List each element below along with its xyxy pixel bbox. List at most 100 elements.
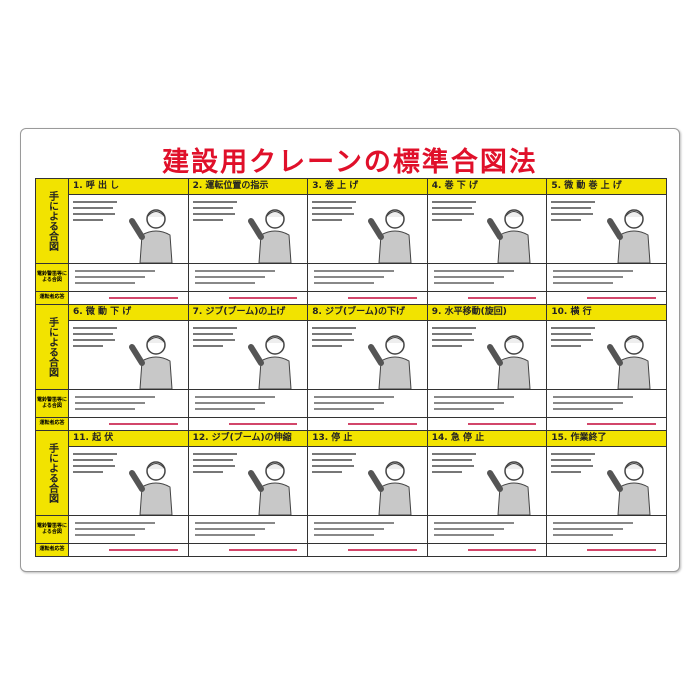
signal-illustration [69,195,188,264]
response-line [308,292,427,304]
side-label-response: 運転者応答 [36,292,68,304]
sound-signal-description [308,390,427,418]
signal-header: 10. 横 行 [547,305,666,321]
sound-signal-description [308,264,427,292]
side-label-sound: 電鈴警笛等による合図 [36,516,68,544]
sound-signal-description [69,264,188,292]
signal-cell: 2. 運転位置の指示 [188,179,309,304]
side-label-response: 運転者応答 [36,544,68,556]
worker-figure-icon [367,461,412,515]
signal-description [312,327,358,351]
response-line [547,292,666,304]
signal-cell: 8. ジブ(ブーム)の下げ [308,305,428,430]
signal-illustration [427,321,547,390]
sound-signal-description [547,516,666,544]
signal-description [192,453,239,477]
signal-cell: 15. 作業終了 [547,431,666,556]
worker-figure-icon [606,209,651,263]
sound-signal-description [547,390,666,418]
signal-header: 5. 微 動 巻 上 げ [547,179,666,195]
signal-illustration [69,321,188,390]
side-label-sound: 電鈴警笛等による合図 [36,264,68,292]
signal-cell: 7. ジブ(ブーム)の上げ [188,305,309,430]
signal-description [192,327,239,351]
worker-figure-icon [128,209,173,263]
signal-cell: 13. 停 止 [308,431,428,556]
signal-illustration [308,447,427,516]
side-label-hand: 手による合図 [36,305,68,390]
signal-description [551,327,597,351]
signal-header: 1. 呼 出 し [69,179,188,195]
signal-cell: 6. 微 動 下 げ [69,305,189,430]
worker-figure-icon [606,335,651,389]
sound-signal-description [547,264,666,292]
signal-description [73,327,119,351]
signal-header: 2. 運転位置の指示 [188,179,308,195]
signal-description [312,201,358,225]
side-label-hand: 手による合図 [36,179,68,264]
worker-figure-icon [606,461,651,515]
signal-cell: 4. 巻 下 げ [427,179,548,304]
signal-illustration [69,447,188,516]
signal-illustration [547,195,666,264]
signal-header: 6. 微 動 下 げ [69,305,188,321]
sound-signal-description [188,264,308,292]
sound-signal-description [188,516,308,544]
signal-description [431,453,478,477]
signal-header: 14. 急 停 止 [427,431,547,447]
response-line [189,544,308,556]
worker-figure-icon [248,209,292,263]
signal-header: 13. 停 止 [308,431,427,447]
signal-description [192,201,239,225]
signal-header: 7. ジブ(ブーム)の上げ [188,305,308,321]
response-line [547,418,666,430]
response-line [308,544,427,556]
signal-illustration [427,447,547,516]
signal-cell: 14. 急 停 止 [427,431,548,556]
side-labels: 手による合図電鈴警笛等による合図運転者応答 [36,179,69,304]
signal-description [73,201,119,225]
side-labels: 手による合図電鈴警笛等による合図運転者応答 [36,431,69,556]
signal-header: 8. ジブ(ブーム)の下げ [308,305,427,321]
signal-illustration [547,321,666,390]
signal-description [312,453,358,477]
response-line [428,544,547,556]
signal-cell: 9. 水平移動(旋回) [427,305,548,430]
sign-title: 建設用クレーンの標準合図法 [162,147,538,178]
signal-cell: 3. 巻 上 げ [308,179,428,304]
sound-signal-description [188,390,308,418]
worker-figure-icon [367,335,412,389]
signal-description [431,327,478,351]
signal-illustration [427,195,547,264]
worker-figure-icon [367,209,412,263]
sound-signal-description [69,390,188,418]
signal-illustration [308,321,427,390]
response-line [189,418,308,430]
worker-figure-icon [248,335,292,389]
signal-illustration [188,447,308,516]
response-line [69,292,188,304]
worker-figure-icon [487,335,531,389]
sound-signal-description [427,516,547,544]
signal-header: 15. 作業終了 [547,431,666,447]
sound-signal-description [308,516,427,544]
signal-cell: 11. 起 伏 [69,431,189,556]
signal-illustration [547,447,666,516]
worker-figure-icon [487,461,531,515]
signal-description [73,453,119,477]
signal-header: 3. 巻 上 げ [308,179,427,195]
signal-header: 4. 巻 下 げ [427,179,547,195]
response-line [69,544,188,556]
worker-figure-icon [128,335,173,389]
side-label-response: 運転者応答 [36,418,68,430]
worker-figure-icon [487,209,531,263]
response-line [189,292,308,304]
sound-signal-description [69,516,188,544]
signal-cell: 12. ジブ(ブーム)の伸縮 [188,431,309,556]
signal-header: 12. ジブ(ブーム)の伸縮 [188,431,308,447]
side-label-hand: 手による合図 [36,431,68,516]
